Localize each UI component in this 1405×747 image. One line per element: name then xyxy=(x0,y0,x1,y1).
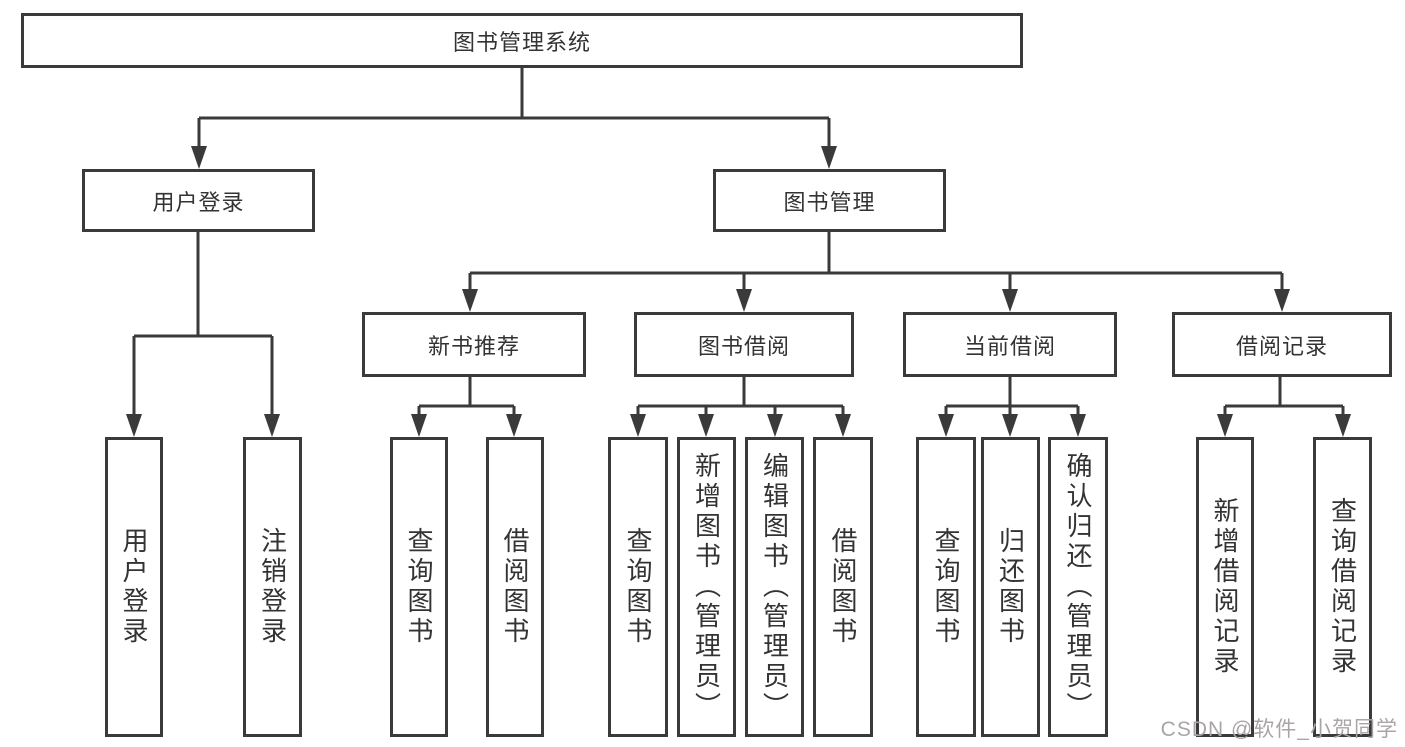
node-book-management: 图书管理 xyxy=(713,169,946,232)
leaf-cb-return-book: 归还图书 xyxy=(981,437,1040,737)
leaf-logout: 注销登录 xyxy=(243,437,302,737)
leaf-bb-query-book: 查询图书 xyxy=(608,437,668,737)
leaf-bb-borrow-book: 借阅图书 xyxy=(813,437,873,737)
leaf-bb-add-book: 新增图书（管理员） xyxy=(677,437,736,737)
leaf-label: 借阅图书 xyxy=(828,527,858,647)
leaf-label: 新增图书（管理员） xyxy=(691,452,722,722)
leaf-bb-edit-book: 编辑图书（管理员） xyxy=(745,437,804,737)
csdn-watermark: CSDN @软件_小贺同学 xyxy=(1160,718,1398,741)
leaf-label: 查询图书 xyxy=(931,527,961,647)
leaf-label: 用户登录 xyxy=(119,527,149,647)
node-borrow-records: 借阅记录 xyxy=(1172,312,1392,377)
leaf-cb-confirm-return: 确认归还（管理员） xyxy=(1048,437,1108,737)
leaf-label: 查询图书 xyxy=(404,527,434,647)
leaf-label: 查询借阅记录 xyxy=(1327,497,1358,677)
node-root: 图书管理系统 xyxy=(21,13,1023,68)
leaf-label: 注销登录 xyxy=(257,527,288,647)
leaf-label: 查询图书 xyxy=(623,527,653,647)
leaf-user-login: 用户登录 xyxy=(105,437,163,737)
leaf-label: 新增借阅记录 xyxy=(1210,497,1240,677)
leaf-label: 确认归还（管理员） xyxy=(1063,452,1093,722)
leaf-br-add-record: 新增借阅记录 xyxy=(1196,437,1254,737)
node-book-borrow: 图书借阅 xyxy=(634,312,854,377)
leaf-cb-query-book: 查询图书 xyxy=(916,437,976,737)
leaf-label: 借阅图书 xyxy=(500,527,530,647)
leaf-br-query-record: 查询借阅记录 xyxy=(1313,437,1372,737)
node-user-login: 用户登录 xyxy=(82,169,315,232)
leaf-nbr-borrow-book: 借阅图书 xyxy=(486,437,544,737)
leaf-label: 归还图书 xyxy=(995,527,1026,647)
leaf-label: 编辑图书（管理员） xyxy=(759,452,790,722)
leaf-nbr-query-book: 查询图书 xyxy=(390,437,448,737)
node-current-borrow: 当前借阅 xyxy=(903,312,1117,377)
node-new-book-recommend: 新书推荐 xyxy=(362,312,586,377)
